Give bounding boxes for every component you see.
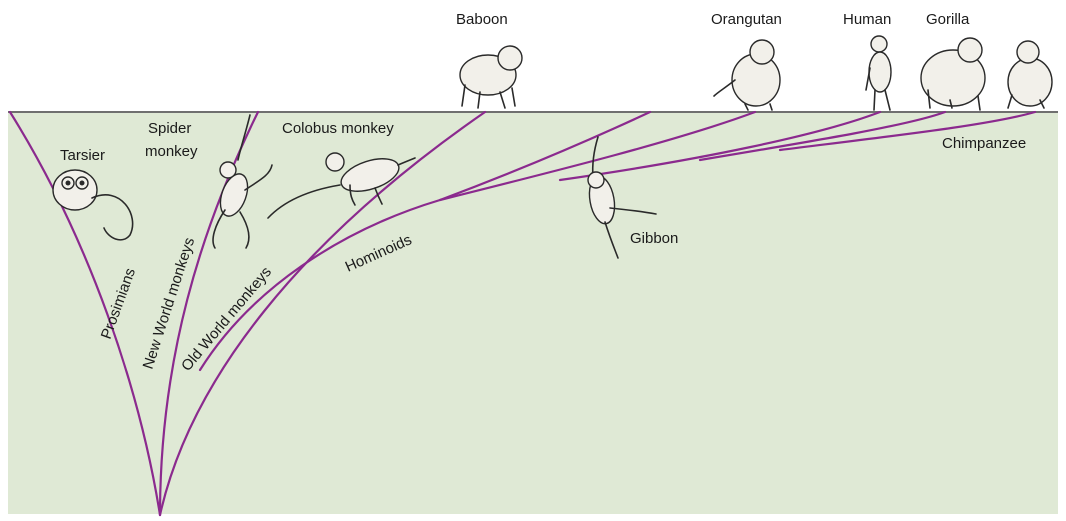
label-gorilla: Gorilla: [926, 11, 970, 28]
orangutan-illustration: [714, 40, 780, 110]
label-colobus-monkey: Colobus monkey: [282, 120, 394, 137]
baboon-illustration: [460, 46, 522, 108]
label-baboon: Baboon: [456, 11, 508, 28]
label-orangutan: Orangutan: [711, 11, 782, 28]
label-spider-monkey-2: monkey: [145, 143, 198, 160]
label-chimpanzee: Chimpanzee: [942, 135, 1026, 152]
label-gibbon: Gibbon: [630, 230, 678, 247]
human-illustration: [866, 36, 891, 110]
label-spider-monkey-1: Spider: [148, 120, 191, 137]
gorilla-illustration: [921, 38, 985, 110]
label-tarsier: Tarsier: [60, 147, 105, 164]
label-human: Human: [843, 11, 891, 28]
chimpanzee-illustration: [1008, 41, 1052, 108]
